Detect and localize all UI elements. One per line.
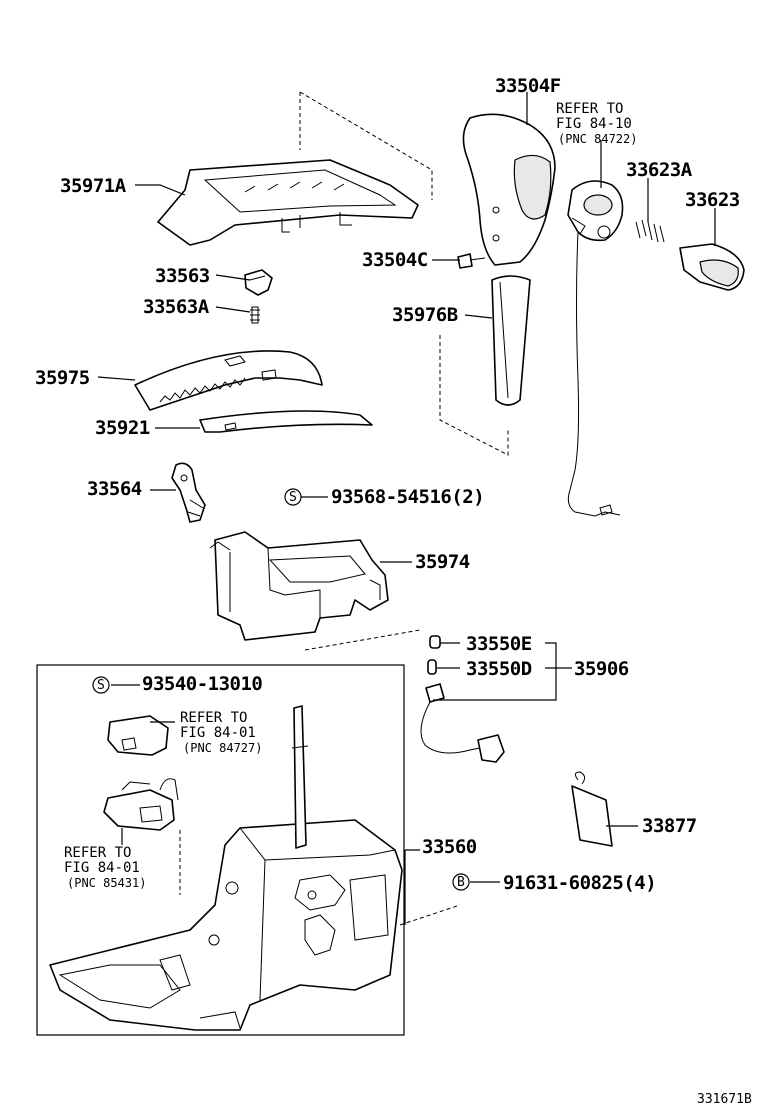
caution-label <box>571 771 613 847</box>
shift-lever-assembly <box>49 705 403 1031</box>
label-93540-13010: 93540-13010 <box>142 673 262 695</box>
shift-lever-assembly-box <box>36 664 405 1036</box>
button-spring <box>635 219 665 243</box>
leader-lines <box>97 92 716 925</box>
overdrive-switch <box>567 180 624 517</box>
lever-part <box>171 462 206 523</box>
guide-line-base <box>179 830 461 926</box>
slide-cover-strip <box>199 410 373 433</box>
label-33550D: 33550D <box>466 658 532 680</box>
overdrive-button <box>679 243 745 291</box>
shift-knob <box>462 113 556 266</box>
label-35906: 35906 <box>574 658 629 680</box>
knob-boot <box>491 275 531 406</box>
label-refer-8401b-line2: FIG 84-01 <box>64 860 140 876</box>
label-91631-60825: 91631-60825(4) <box>503 872 656 894</box>
guide-line-knob <box>439 335 509 456</box>
label-35975: 35975 <box>35 367 90 389</box>
b-marker-circle <box>452 873 470 891</box>
guide-line-top <box>299 91 433 200</box>
stopper-part <box>244 269 273 296</box>
spring-part-small <box>250 306 260 324</box>
b-marker: B <box>457 875 465 890</box>
indicator-bulb-e <box>429 635 441 649</box>
label-33623: 33623 <box>685 189 740 211</box>
label-refer-8401a-line3: (PNC 84727) <box>183 741 262 755</box>
label-33563A: 33563A <box>143 296 210 318</box>
label-33504F: 33504F <box>495 75 561 97</box>
label-33504C: 33504C <box>362 249 428 271</box>
label-refer-8401b-line1: REFER TO <box>64 845 131 861</box>
label-35976B: 35976B <box>392 304 458 326</box>
guide-line-bracket <box>304 629 421 651</box>
s-marker-circle-1 <box>284 488 302 506</box>
bulb-harness <box>420 683 505 763</box>
s-marker-2: S <box>97 678 105 693</box>
label-33550E: 33550E <box>466 633 532 655</box>
bracket-part <box>209 531 389 641</box>
slide-plate <box>134 350 323 411</box>
figure-id: 331671B <box>697 1092 752 1107</box>
label-33623A: 33623A <box>626 159 693 181</box>
indicator-bulb-d <box>427 659 437 675</box>
label-refer-8410-line3: (PNC 84722) <box>558 132 637 146</box>
label-33877: 33877 <box>642 815 697 837</box>
solenoid-part <box>107 715 169 756</box>
label-33563: 33563 <box>155 265 210 287</box>
label-refer-8401b-line3: (PNC 85431) <box>67 876 146 890</box>
label-93568-54516: 93568-54516(2) <box>331 486 484 508</box>
label-refer-8401a-line2: FIG 84-01 <box>180 725 256 741</box>
s-marker-1: S <box>289 490 297 505</box>
shift-indicator-panel <box>157 159 419 246</box>
label-refer-8401a-line1: REFER TO <box>180 710 247 726</box>
label-33564: 33564 <box>87 478 142 500</box>
label-refer-8410-line1: REFER TO <box>556 101 623 117</box>
label-35921: 35921 <box>95 417 150 439</box>
label-refer-8410-line2: FIG 84-10 <box>556 116 632 132</box>
switch-part <box>103 778 179 831</box>
label-35971A: 35971A <box>60 175 127 197</box>
s-marker-circle-2 <box>92 676 110 694</box>
label-33560: 33560 <box>422 836 477 858</box>
label-35974: 35974 <box>415 551 470 573</box>
knob-screw <box>457 253 486 269</box>
